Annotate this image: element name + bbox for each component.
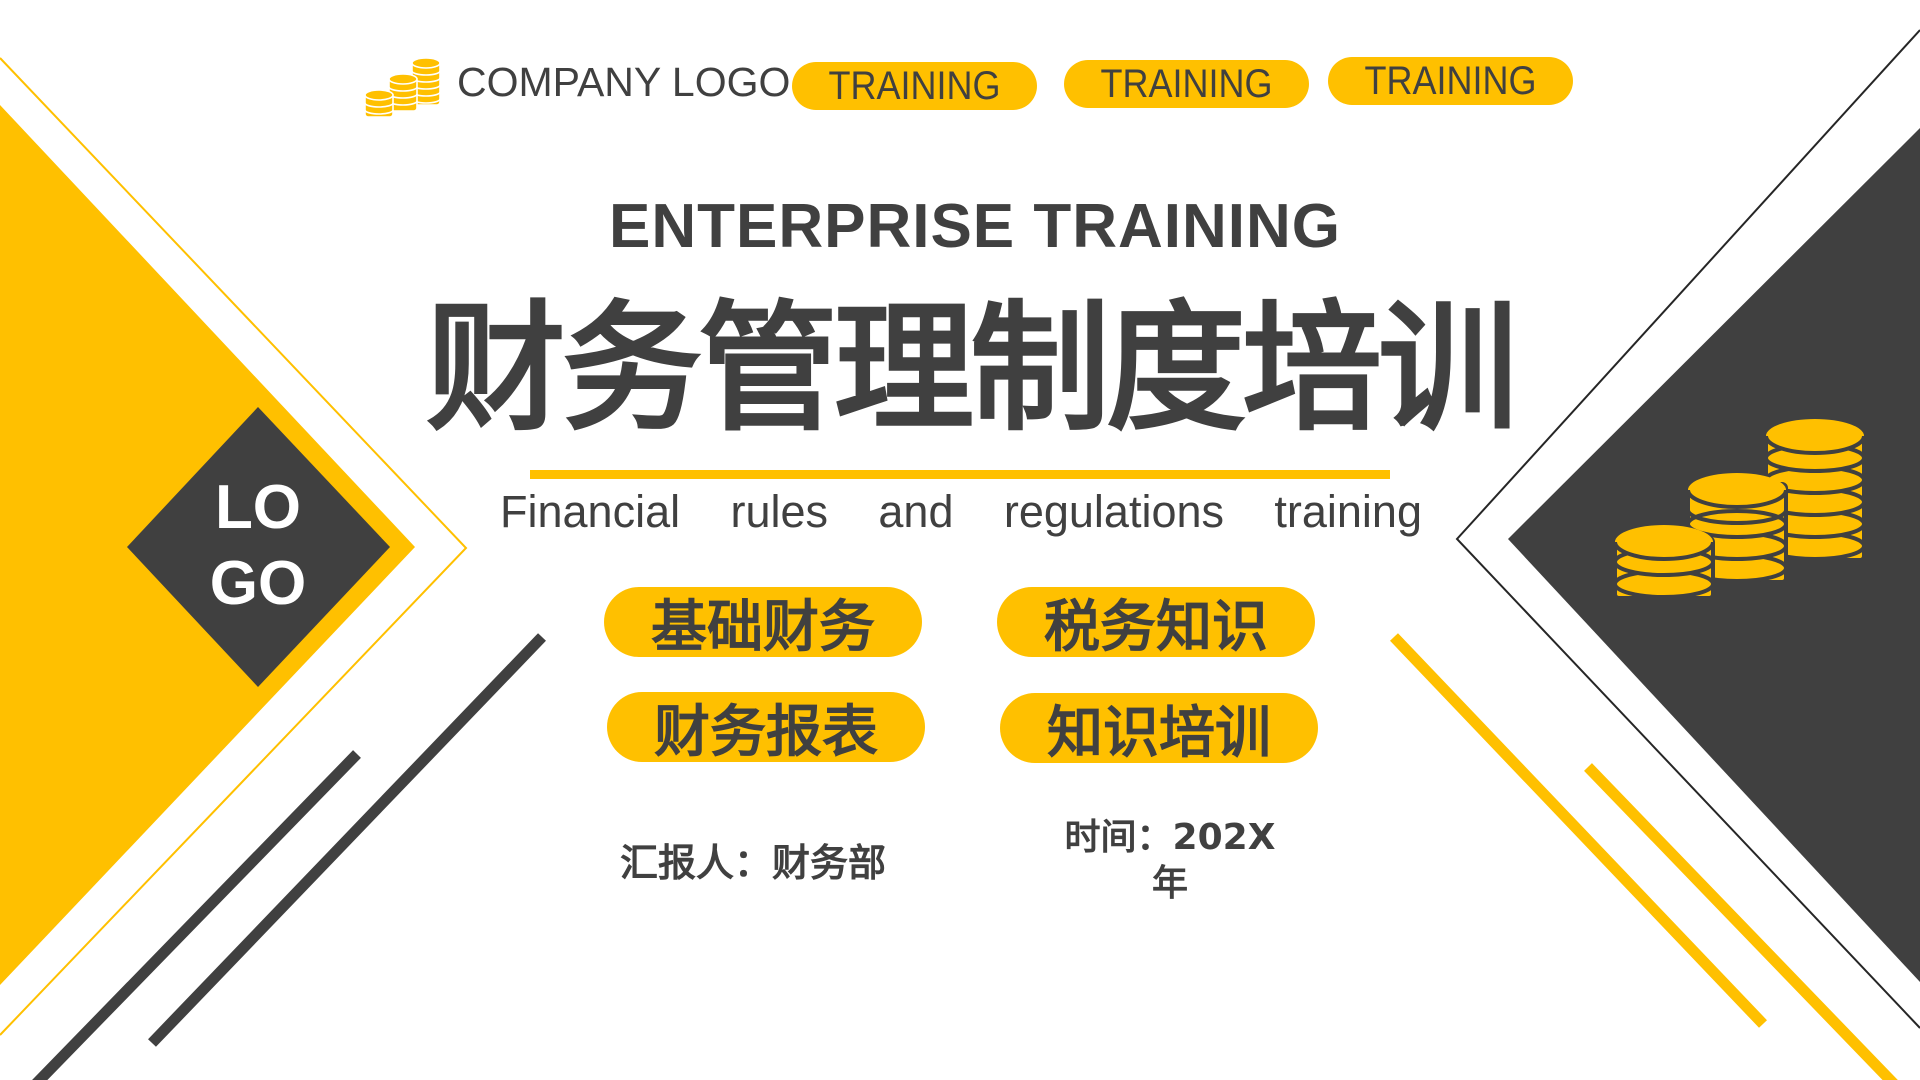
left-dark-bar-2 <box>32 750 361 1080</box>
subtitle-word: Financial <box>500 486 681 537</box>
date-label: 时间：202X 年 <box>1050 815 1290 907</box>
right-thin-line <box>1455 29 1920 1029</box>
topic-knowledge-training[interactable]: 知识培训 <box>1000 693 1318 766</box>
left-thin-line <box>0 57 468 1036</box>
logo-badge-line2: GO <box>209 549 307 618</box>
tag-label: TRAINING <box>1100 61 1273 106</box>
logo-badge: LO GO <box>158 470 358 622</box>
date-line1: 时间：202X <box>1064 817 1276 858</box>
left-dark-bar-1 <box>148 633 546 1047</box>
logo-badge-line1: LO <box>214 473 302 542</box>
subtitle-word: and <box>878 486 954 537</box>
subtitle-word: rules <box>730 486 829 537</box>
title-underline <box>530 470 1390 479</box>
topic-financial-statements[interactable]: 财务报表 <box>607 692 925 765</box>
logo-diamond <box>127 407 390 687</box>
topic-basic-finance[interactable]: 基础财务 <box>604 587 922 660</box>
page-title: 财务管理制度培训 <box>425 288 1518 451</box>
tag-training-3[interactable]: TRAINING <box>1328 57 1573 105</box>
tag-label: TRAINING <box>828 63 1001 108</box>
topic-tax-knowledge[interactable]: 税务知识 <box>997 587 1315 660</box>
company-logo-icon <box>364 57 441 118</box>
company-logo-text: COMPANY LOGO <box>457 59 791 105</box>
subtitle-word: regulations <box>1003 486 1225 537</box>
coin-stack-icon <box>1613 419 1866 600</box>
tag-label: TRAINING <box>1364 58 1537 103</box>
subtitle: Financial rules and regulations training <box>500 484 1422 540</box>
date-line2: 年 <box>1151 863 1188 904</box>
tag-training-2[interactable]: TRAINING <box>1064 60 1309 108</box>
headline-english: ENTERPRISE TRAINING <box>608 192 1342 261</box>
right-yellow-bar-2 <box>1584 763 1898 1080</box>
reporter-label: 汇报人：财务部 <box>620 841 887 885</box>
tag-training-1[interactable]: TRAINING <box>792 62 1037 110</box>
subtitle-word: training <box>1274 486 1422 537</box>
right-yellow-bar-1 <box>1390 633 1767 1028</box>
